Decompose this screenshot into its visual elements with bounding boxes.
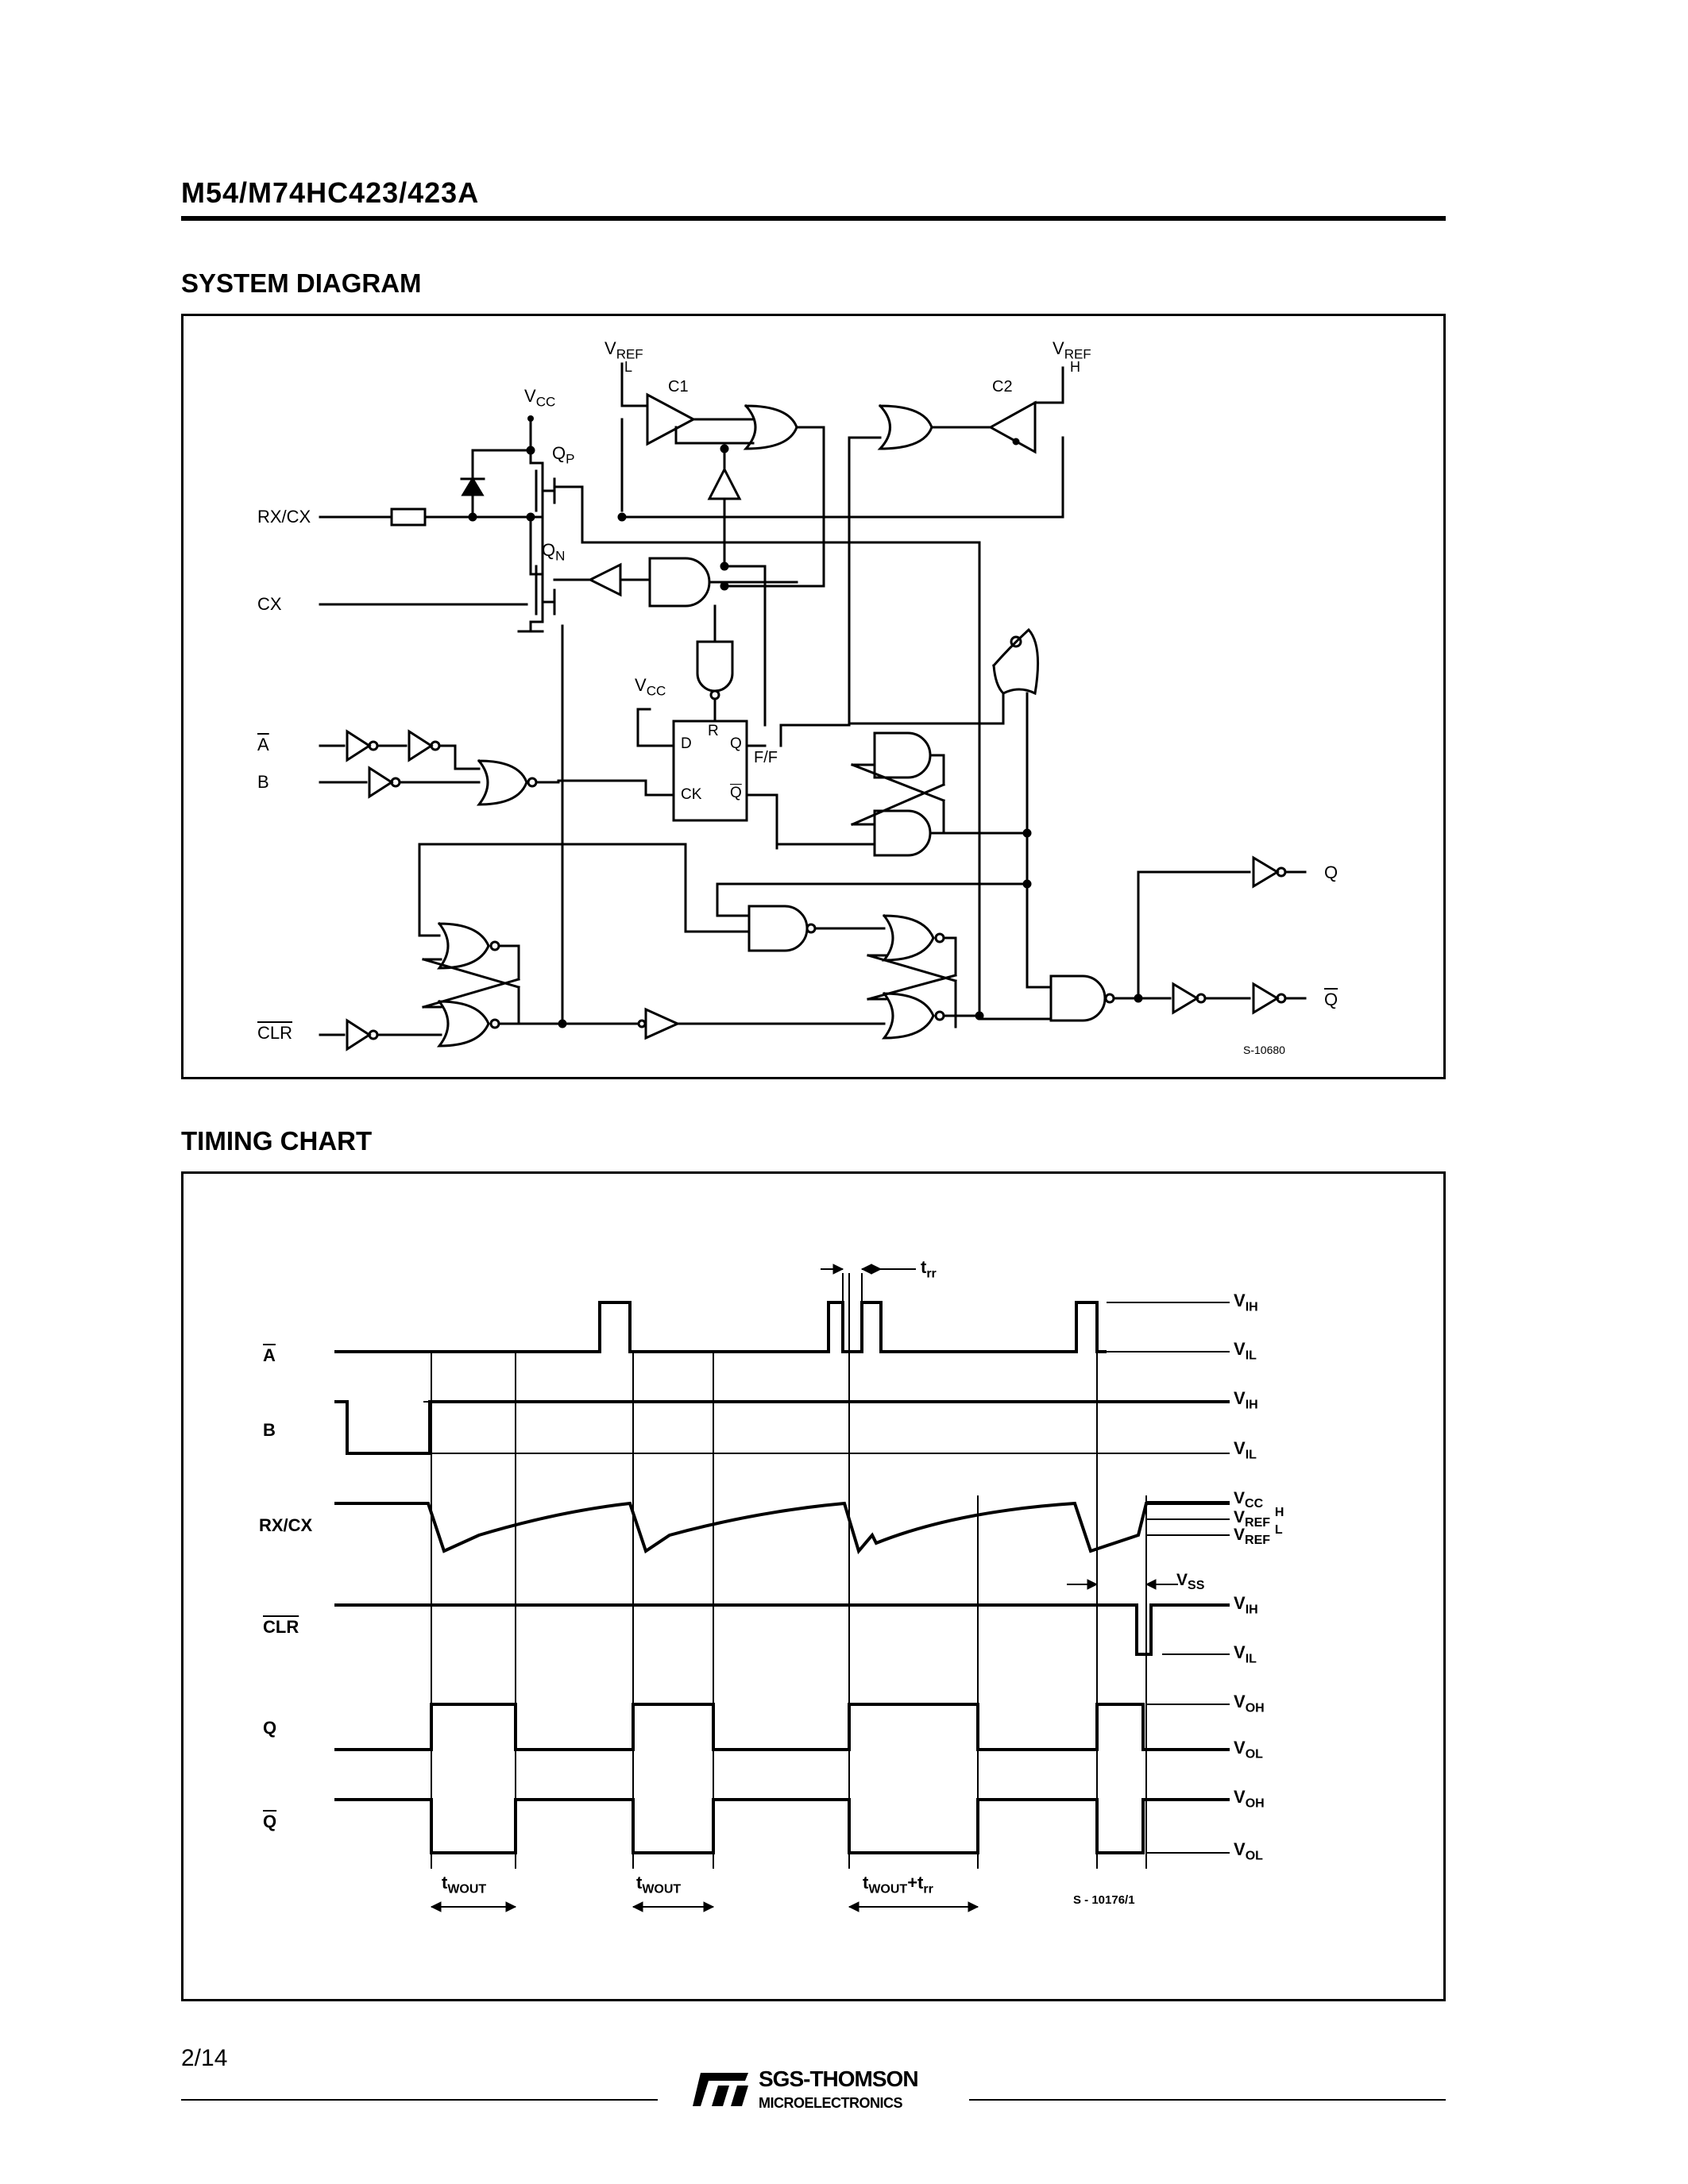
level-vrefl: VREF L bbox=[1234, 1523, 1283, 1548]
b-input-label: B bbox=[257, 772, 269, 792]
cx-input-label: CX bbox=[257, 594, 282, 614]
timing-chart-panel: A B RX/CX CLR Q Q VIH VIL VIH VIL VCC VR… bbox=[181, 1171, 1446, 2001]
level-vil-a: VIL bbox=[1234, 1339, 1257, 1363]
c1-label: C1 bbox=[668, 378, 689, 396]
page-number: 2/14 bbox=[181, 2045, 228, 2071]
level-vil-b: VIL bbox=[1234, 1438, 1257, 1462]
level-vih-clr: VIH bbox=[1234, 1593, 1258, 1617]
timing-code: S - 10176/1 bbox=[1073, 1893, 1135, 1907]
sig-clr-label: CLR bbox=[263, 1617, 299, 1637]
level-vih-b: VIH bbox=[1234, 1388, 1258, 1412]
system-diagram-panel: RX/CX CX A B CLR Q Q VREF L VREF H VCC V… bbox=[181, 314, 1446, 1079]
ff-d-label: D bbox=[681, 735, 692, 752]
ff-qbar-label: Q bbox=[730, 785, 742, 801]
sig-qbar-label: Q bbox=[263, 1812, 277, 1831]
system-diagram-heading: SYSTEM DIAGRAM bbox=[181, 268, 422, 298]
ff-name-label: F/F bbox=[754, 749, 778, 766]
level-vil-clr: VIL bbox=[1234, 1642, 1257, 1666]
vref-h-label: VREF H bbox=[1053, 338, 1091, 375]
q-output-label: Q bbox=[1324, 862, 1338, 882]
rxcx-input-label: RX/CX bbox=[257, 507, 311, 527]
twout-label-2: tWOUT bbox=[636, 1873, 682, 1897]
footer-rule-left bbox=[181, 2099, 658, 2101]
vcc-top-label: VCC bbox=[524, 386, 556, 410]
logo-sub: MICROELECTRONICS bbox=[759, 2095, 903, 2111]
ff-r-label: R bbox=[708, 723, 719, 739]
level-voh-qbar: VOH bbox=[1234, 1787, 1265, 1811]
level-vol-qbar: VOL bbox=[1234, 1839, 1263, 1863]
twout-label-1: tWOUT bbox=[442, 1873, 487, 1897]
diagram-code: S-10680 bbox=[1243, 1044, 1285, 1056]
twout-trr-label: tWOUT+trr bbox=[863, 1873, 933, 1897]
c2-label: C2 bbox=[992, 378, 1013, 396]
qn-label: QN bbox=[542, 540, 566, 564]
qbar-output-label: Q bbox=[1324, 990, 1338, 1009]
footer-rule-right bbox=[969, 2099, 1446, 2101]
vcc-ff-label: VCC bbox=[635, 675, 666, 699]
title-rule bbox=[181, 216, 1446, 221]
ff-ck-label: CK bbox=[681, 786, 702, 803]
level-vrefh: VREF H bbox=[1234, 1506, 1284, 1530]
level-vcc: VCC bbox=[1234, 1489, 1264, 1511]
logo-name: SGS-THOMSON bbox=[759, 2066, 919, 2091]
vref-l-label: VREF L bbox=[605, 338, 643, 375]
a-input-label: A bbox=[257, 735, 269, 754]
st-logo-icon bbox=[693, 2073, 748, 2106]
qp-label: QP bbox=[552, 443, 575, 467]
sig-q-label: Q bbox=[263, 1718, 277, 1738]
clr-input-label: CLR bbox=[257, 1023, 293, 1043]
level-vih-a: VIH bbox=[1234, 1291, 1258, 1314]
document-title: M54/M74HC423/423A bbox=[181, 176, 480, 209]
ff-q-label: Q bbox=[730, 735, 742, 752]
system-diagram-svg bbox=[319, 362, 1307, 1051]
timing-chart-heading: TIMING CHART bbox=[181, 1126, 373, 1156]
sig-b-label: B bbox=[263, 1420, 276, 1440]
timing-chart-svg bbox=[334, 1264, 1230, 1912]
company-logo: SGS-THOMSON MICROELECTRONICS bbox=[683, 2065, 969, 2120]
sig-rxcx-label: RX/CX bbox=[259, 1515, 313, 1535]
level-vol-q: VOL bbox=[1234, 1738, 1263, 1761]
trr-label: trr bbox=[921, 1257, 937, 1281]
sig-a-label: A bbox=[263, 1345, 276, 1365]
level-voh-q: VOH bbox=[1234, 1692, 1265, 1715]
level-vss: VSS bbox=[1176, 1571, 1205, 1593]
